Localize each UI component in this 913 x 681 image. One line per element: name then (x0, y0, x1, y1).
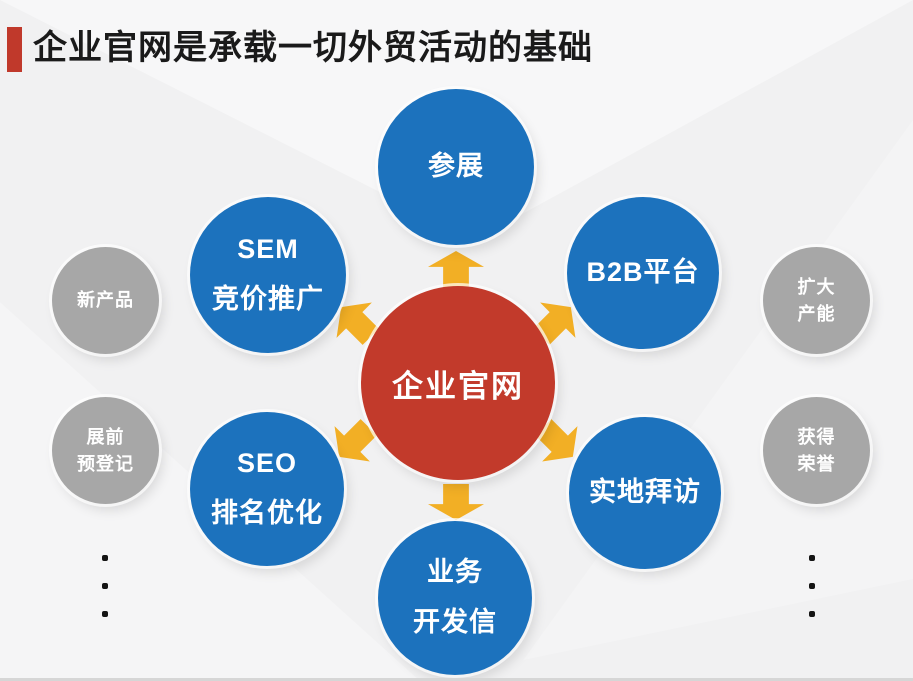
ellipsis-dot-icon (102, 611, 108, 617)
page-title: 企业官网是承载一切外贸活动的基础 (33, 29, 593, 67)
node-label: 实地拜访 (589, 477, 701, 508)
ellipsis-dot-icon (102, 555, 108, 561)
title-accent-bar (7, 27, 22, 72)
node-label: 荣誉 (797, 453, 836, 474)
node-exhibition: 参展 (378, 89, 534, 245)
node-expand-capacity: 扩大 产能 (763, 247, 870, 354)
node-label: 开发信 (413, 607, 497, 637)
node-preshow-preregistration: 展前 预登记 (52, 397, 159, 504)
node-business-development-letter: 业务 开发信 (378, 521, 532, 675)
more-items-ellipsis-left (102, 555, 108, 617)
node-label: 预登记 (77, 453, 134, 474)
node-sem-bidding-promotion: SEM 竞价推广 (190, 197, 346, 353)
node-label: 产能 (797, 303, 836, 324)
node-label: 展前 (86, 426, 125, 447)
ellipsis-dot-icon (809, 583, 815, 589)
more-items-ellipsis-right (809, 555, 815, 617)
center-node-corporate-website: 企业官网 (361, 286, 555, 480)
arrow-down-icon (428, 484, 484, 520)
node-gain-honors: 获得 荣誉 (763, 397, 870, 504)
ellipsis-dot-icon (809, 611, 815, 617)
node-label: 参展 (428, 151, 484, 182)
node-field-visit: 实地拜访 (569, 417, 721, 569)
node-label: SEO (236, 448, 298, 479)
node-seo-ranking-optimization: SEO 排名优化 (190, 412, 344, 566)
ellipsis-dot-icon (809, 555, 815, 561)
node-label: 企业官网 (392, 368, 524, 404)
node-label: 排名优化 (211, 498, 323, 528)
node-label: 扩大 (797, 276, 836, 297)
node-label: 新产品 (77, 290, 134, 310)
node-label: 获得 (797, 426, 836, 447)
node-label: 业务 (427, 557, 483, 588)
node-label: 竞价推广 (212, 284, 324, 314)
node-new-product: 新产品 (52, 247, 159, 354)
ellipsis-dot-icon (102, 583, 108, 589)
node-label: SEM (237, 234, 299, 265)
node-b2b-platform: B2B平台 (567, 197, 719, 349)
arrow-up-icon (428, 251, 484, 287)
node-label: B2B平台 (586, 257, 700, 288)
